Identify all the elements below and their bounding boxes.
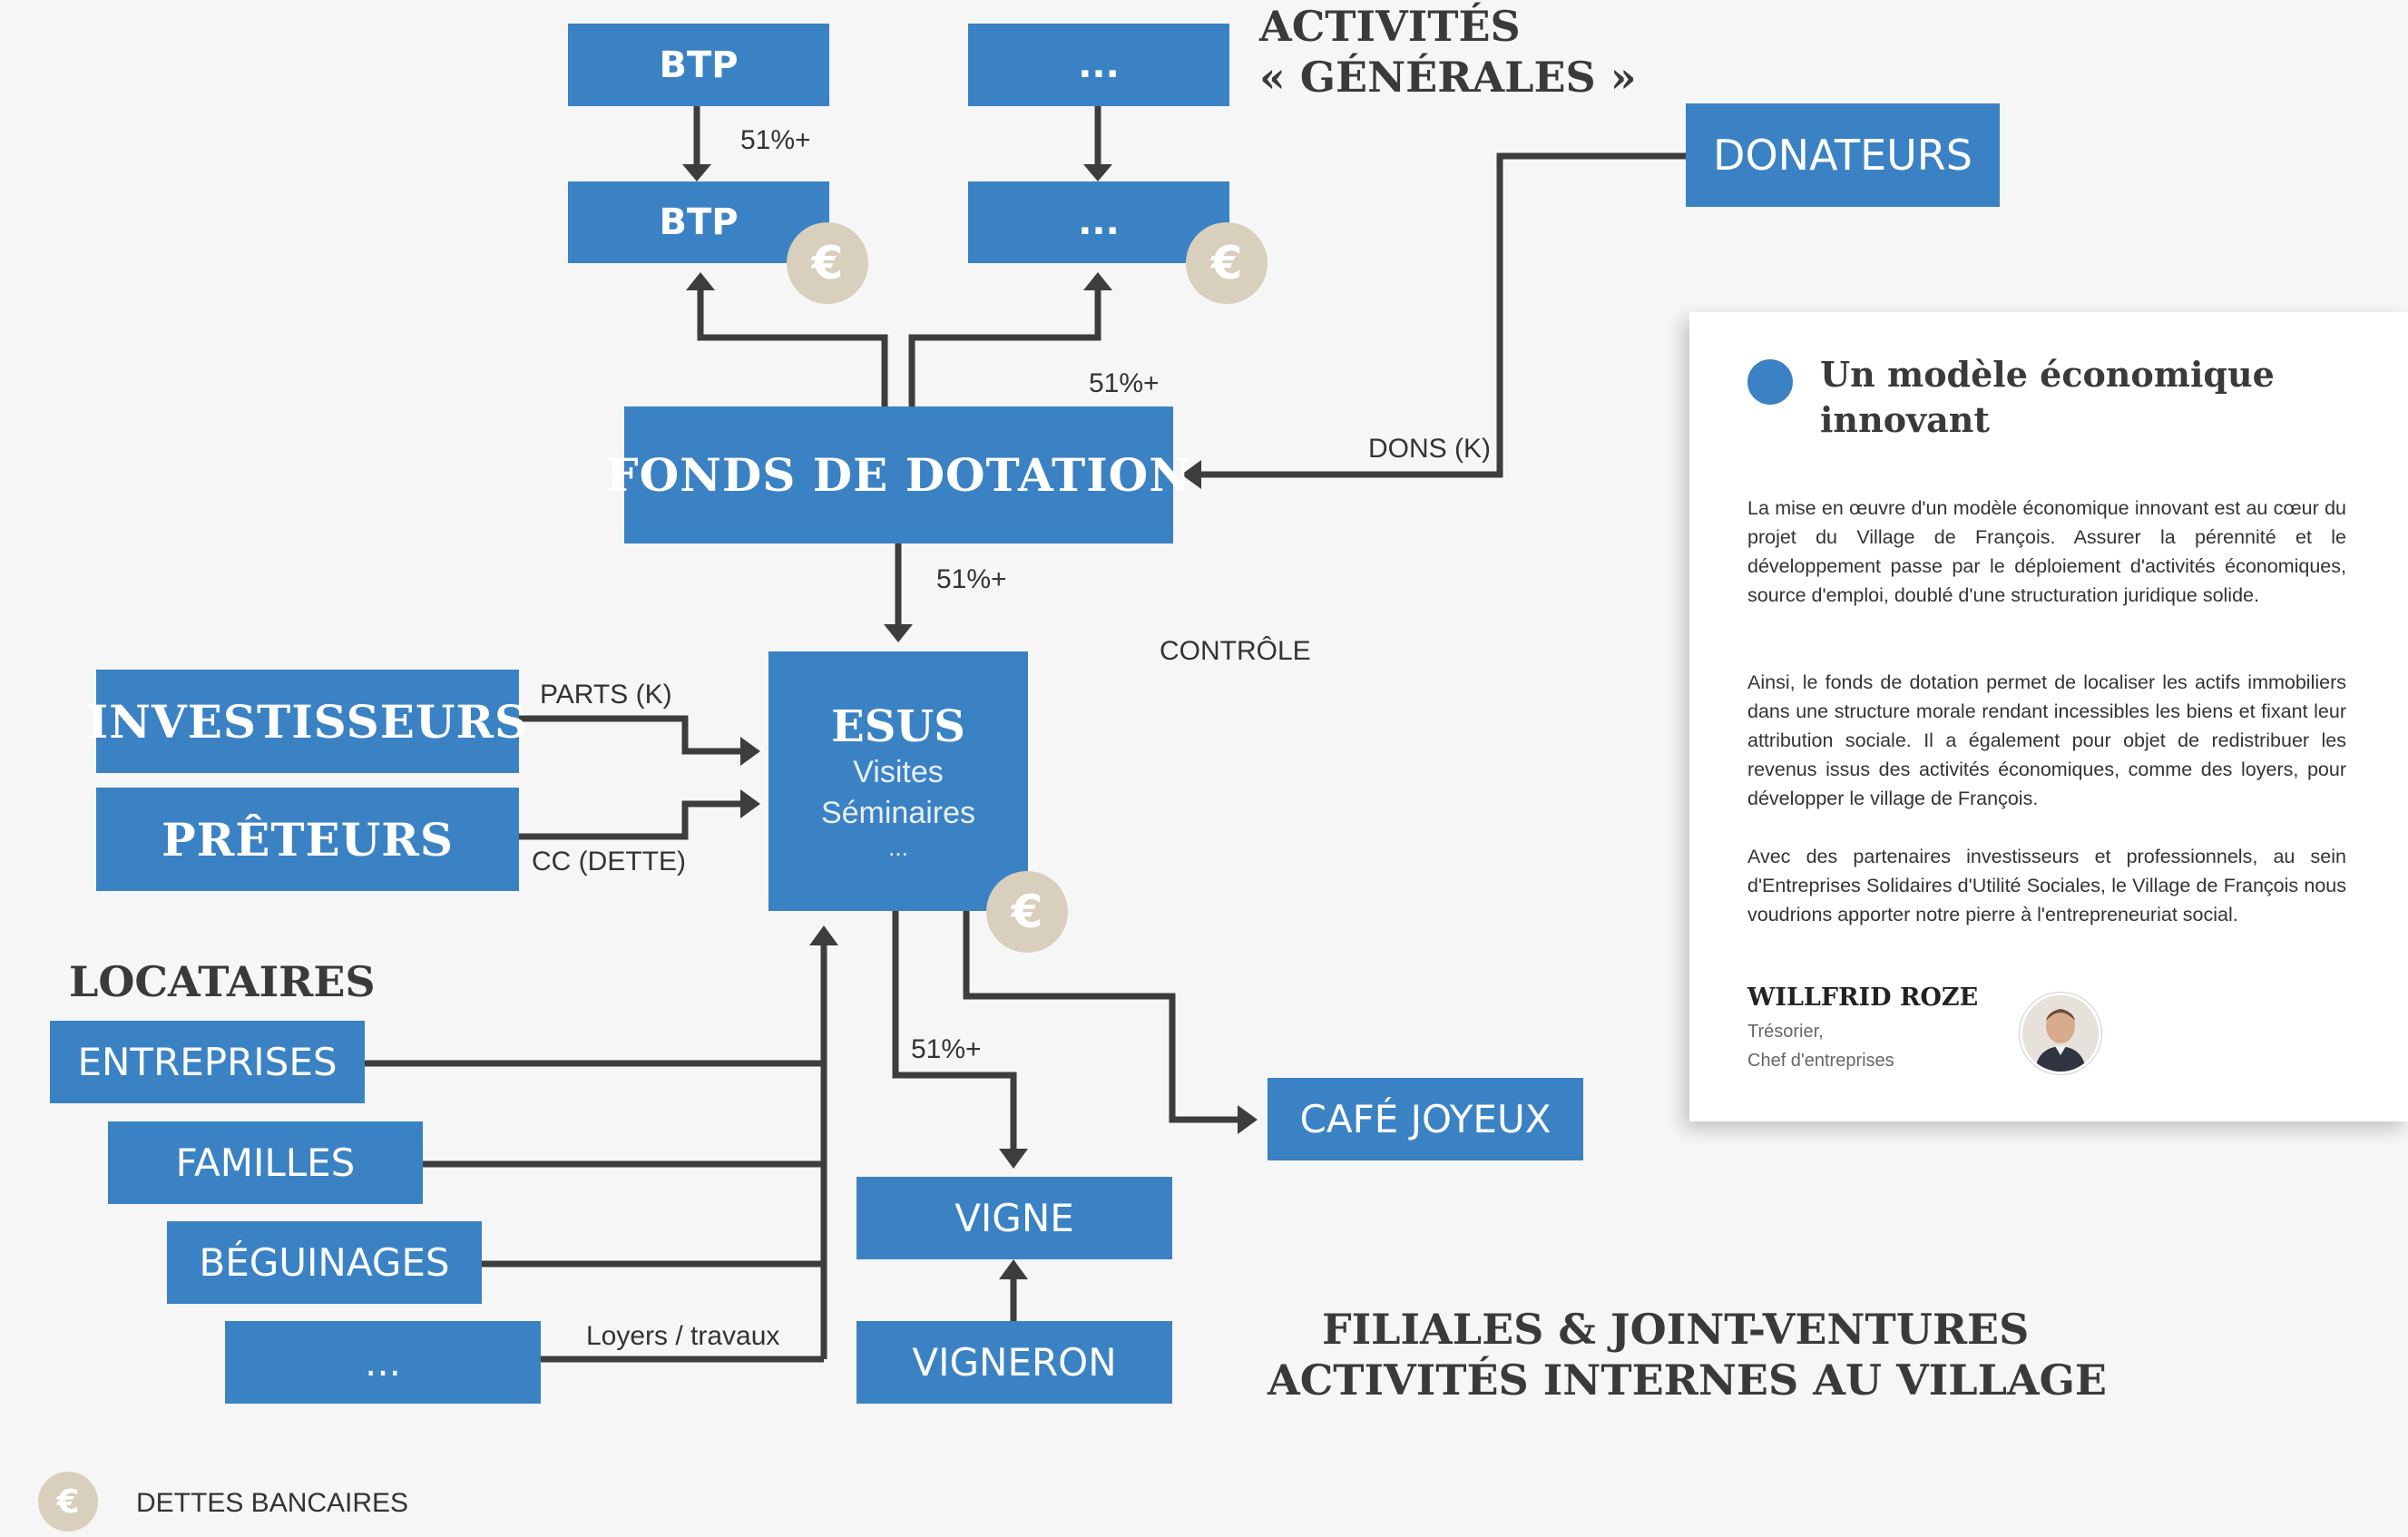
stake-fonds-down-label: 51%+ (936, 564, 1007, 594)
vigne-box: VIGNE (857, 1177, 1172, 1259)
arrow-preteurs-to-esus (519, 800, 742, 840)
card-paragraph-3: Avec des partenaires investisseurs et pr… (1747, 846, 2346, 925)
arrow-investisseurs-to-esus (519, 715, 742, 755)
heading-general-line2: « GÉNÉRALES » (1259, 53, 1637, 102)
stake-btp-label: 51%+ (740, 125, 811, 155)
euro-badge-btp: € (787, 222, 868, 304)
tenant-familles-box: FAMILLES (108, 1121, 423, 1204)
arrowhead-fonds-other (1083, 272, 1112, 290)
esus-box: ESUS Visites Séminaires ... (768, 651, 1028, 911)
donateurs-box: DONATEURS (1686, 103, 2000, 207)
controle-label: CONTRÔLE (1160, 636, 1311, 666)
tenant-beguinages-box: BÉGUINAGES (167, 1221, 482, 1304)
legend-euro-badge: € (38, 1472, 98, 1532)
arrow-esus-to-cafe (963, 911, 1239, 1123)
euro-badge-esus: € (986, 871, 1068, 953)
esus-title: ESUS (831, 701, 965, 752)
author-name: WILLFRID ROZE (1747, 984, 1979, 1012)
card-bullet (1747, 359, 1793, 405)
arrowhead-vigne (999, 1149, 1028, 1169)
arrowhead-cafe (1238, 1105, 1258, 1134)
arrowhead-btp (682, 164, 711, 181)
arrow-donateurs-to-fonds (1199, 152, 1686, 478)
arrowhead-dons (1181, 460, 1201, 489)
other-parent-box: ... (968, 24, 1229, 106)
card-paragraph-1: La mise en œuvre d'un modèle économique … (1747, 497, 2346, 606)
arrowhead-esus (884, 624, 913, 642)
arrowhead-parts (740, 737, 760, 766)
investisseurs-box: INVESTISSEURS (87, 670, 527, 773)
info-card: Un modèle économique innovant La mise en… (1689, 312, 2408, 1121)
heading-filiales-line2: ACTIVITÉS INTERNES AU VILLAGE (1268, 1356, 2107, 1405)
vigneron-box: VIGNERON (857, 1321, 1172, 1404)
esus-line-seminaires: Séminaires (820, 796, 976, 830)
tenant-entreprises-box: ENTREPRISES (50, 1021, 365, 1103)
cafe-joyeux-box: CAFÉ JOYEUX (1268, 1078, 1583, 1160)
parts-label: PARTS (K) (540, 680, 672, 710)
card-title: Un modèle économique innovant (1820, 354, 2275, 440)
cc-label: CC (DETTE) (532, 847, 686, 876)
btp-parent-box: BTP (568, 24, 829, 106)
dons-label: DONS (K) (1368, 434, 1491, 464)
stake-fonds-up-label: 51%+ (1089, 368, 1160, 398)
other-child-box: ... (968, 181, 1229, 263)
esus-line-more: ... (888, 834, 908, 861)
stake-vigne-label: 51%+ (911, 1034, 982, 1064)
heading-filiales-line1: FILIALES & JOINT-VENTURES (1322, 1305, 2030, 1354)
arrow-fonds-to-other (908, 289, 1101, 406)
arrowhead-fonds-btp (686, 272, 715, 290)
card-paragraph-2: Ainsi, le fonds de dotation permet de lo… (1747, 671, 2346, 809)
preteurs-box: PRÊTEURS (96, 788, 519, 891)
btp-child-box: BTP (568, 181, 829, 263)
author-avatar (2020, 993, 2101, 1074)
legend-label: DETTES BANCAIRES (136, 1488, 409, 1518)
euro-badge-other: € (1186, 222, 1268, 304)
arrow-fonds-to-btp (697, 289, 888, 406)
heading-locataires: LOCATAIRES (69, 957, 376, 1006)
esus-line-visites: Visites (853, 755, 944, 789)
arrowhead-cc (740, 789, 760, 818)
heading-general-line1: ACTIVITÉS (1259, 2, 1521, 51)
arrowhead-other (1083, 164, 1112, 181)
fonds-de-dotation-box: FONDS DE DOTATION (606, 406, 1190, 543)
tenant-other-box: ... (225, 1321, 541, 1404)
arrowhead-vigneron (999, 1259, 1028, 1279)
arrowhead-loyers (809, 925, 838, 945)
author-role-1: Trésorier, (1747, 1022, 1824, 1042)
arrow-esus-to-vigne (892, 911, 1017, 1150)
loyers-label: Loyers / travaux (586, 1321, 780, 1351)
author-role-2: Chef d'entreprises (1747, 1051, 1894, 1071)
